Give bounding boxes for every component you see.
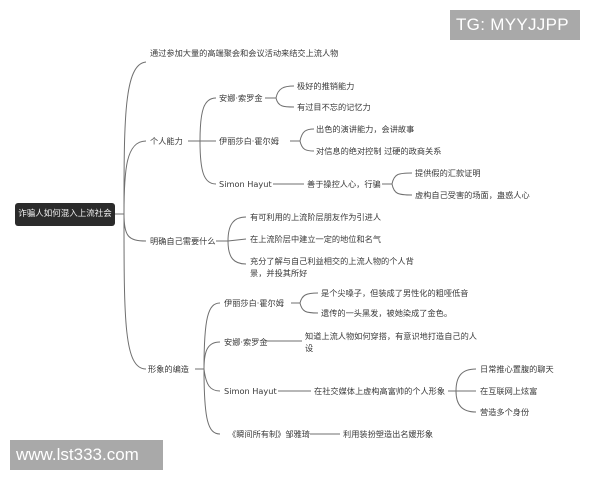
leaf-simon-ability-2[interactable]: 虚构自己受害的场面，蛊惑人心 bbox=[415, 190, 530, 200]
node-anna-image[interactable]: 安娜·索罗金 bbox=[224, 337, 268, 347]
leaf-elizabeth-ability-1[interactable]: 出色的演讲能力，会讲故事 bbox=[316, 124, 415, 134]
node-simon-image[interactable]: Simon Hayut bbox=[224, 386, 277, 396]
node-elizabeth-ability[interactable]: 伊丽莎白·霍尔姆 bbox=[219, 136, 279, 146]
node-simon-ability[interactable]: Simon Hayut bbox=[219, 179, 272, 189]
leaf-simon-image-2[interactable]: 在互联网上炫富 bbox=[480, 386, 538, 396]
branch-personal-ability[interactable]: 个人能力 bbox=[150, 136, 183, 146]
branch-image-fabrication[interactable]: 形象的编造 bbox=[148, 364, 189, 374]
leaf-anna-image[interactable]: 知道上流人物如何穿搭，有意识地打造自己的人设 bbox=[305, 331, 477, 353]
node-zou-image[interactable]: 《瞬间所有制》邹雅琦 bbox=[228, 429, 310, 439]
watermark-bottom: www.lst333.com bbox=[10, 440, 163, 470]
node-simon-image-mid[interactable]: 在社交媒体上虚构高富帅的个人形象 bbox=[314, 386, 446, 396]
root-node[interactable]: 诈骗人如何混入上流社会 bbox=[15, 203, 115, 226]
leaf-anna-ability-2[interactable]: 有过目不忘的记忆力 bbox=[297, 102, 371, 112]
node-anna-ability[interactable]: 安娜·索罗金 bbox=[219, 93, 263, 103]
leaf-zou-image[interactable]: 利用装扮塑造出名媛形象 bbox=[343, 429, 434, 439]
node-simon-ability-mid[interactable]: 善于操控人心，行骗 bbox=[307, 179, 381, 189]
leaf-anna-ability-1[interactable]: 极好的推销能力 bbox=[297, 81, 355, 91]
node-elizabeth-image[interactable]: 伊丽莎白·霍尔姆 bbox=[224, 298, 284, 308]
leaf-elizabeth-image-1[interactable]: 是个尖嗓子，但装成了男性化的粗哑低音 bbox=[321, 288, 469, 298]
leaf-needs-3[interactable]: 充分了解与自己利益相交的上流人物的个人背景，并投其所好 bbox=[250, 256, 414, 278]
branch-attend-events[interactable]: 通过参加大量的高端聚会和会议活动来结交上流人物 bbox=[150, 48, 339, 58]
branch-know-needs[interactable]: 明确自己需要什么 bbox=[150, 236, 216, 246]
leaf-elizabeth-image-2[interactable]: 遗传的一头黑发，被她染成了金色。 bbox=[321, 308, 453, 318]
leaf-needs-2[interactable]: 在上流阶层中建立一定的地位和名气 bbox=[250, 234, 382, 244]
leaf-simon-image-3[interactable]: 营造多个身份 bbox=[480, 407, 530, 417]
leaf-needs-1[interactable]: 有可利用的上流阶层朋友作为引进人 bbox=[250, 212, 382, 222]
watermark-top: TG: MYYJJPP bbox=[450, 10, 580, 40]
leaf-elizabeth-ability-2[interactable]: 对信息的绝对控制 过硬的政商关系 bbox=[316, 146, 442, 156]
leaf-simon-ability-1[interactable]: 提供假的汇款证明 bbox=[415, 168, 481, 178]
leaf-simon-image-1[interactable]: 日常推心置腹的聊天 bbox=[480, 364, 554, 374]
